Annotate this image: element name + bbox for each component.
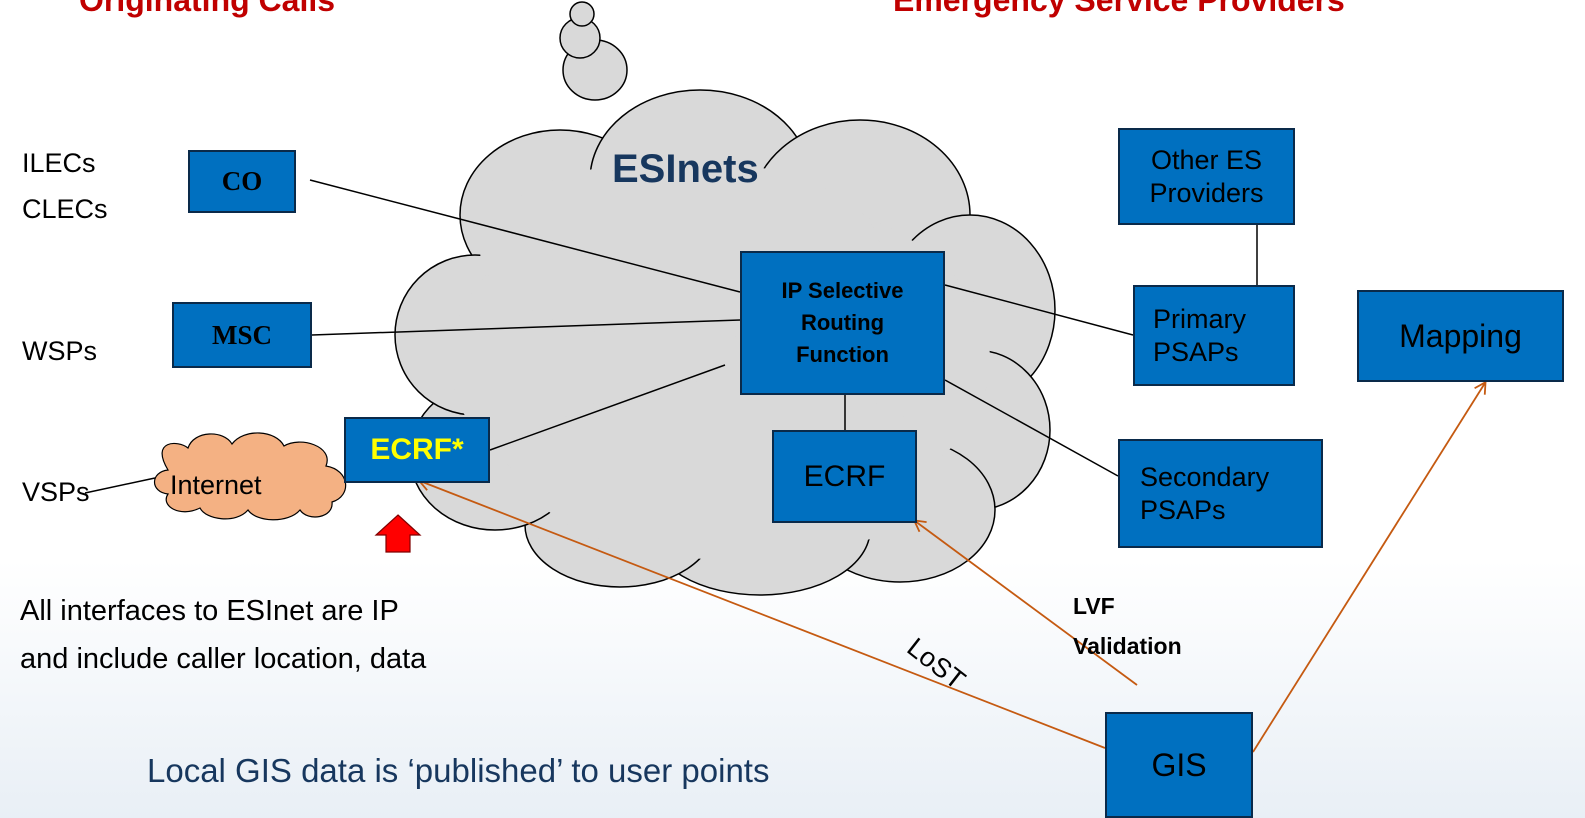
header-originating-calls: Originating Calls	[79, 0, 336, 18]
vsps-label: VSPs	[22, 477, 90, 507]
gis-box: GIS	[1105, 712, 1253, 818]
esinets-label: ESInets	[612, 147, 759, 191]
red-up-arrow	[374, 514, 422, 553]
header-emergency-service-providers: Emergency Service Providers	[893, 0, 1345, 18]
lvf-label: LVF	[1073, 593, 1115, 619]
secondary-psaps-box: Secondary PSAPs	[1118, 439, 1323, 548]
orange-arrows	[417, 380, 1487, 753]
ecrf-box: ECRF	[772, 430, 917, 523]
ilecs-label: ILECs	[22, 148, 96, 178]
esinet-cloud	[394, 1, 1056, 596]
gis-published-note: Local GIS data is ‘published’ to user po…	[147, 752, 770, 789]
ecrf-edge-box: ECRF*	[344, 417, 490, 483]
ip-selective-routing-box: IP Selective Routing Function	[740, 251, 945, 395]
internet-cloud	[153, 432, 347, 521]
co-box: CO	[188, 150, 296, 213]
connector-lines	[84, 179, 1258, 494]
internet-label: Internet	[170, 470, 262, 500]
background-gradient	[0, 560, 1585, 818]
other-es-providers-box: Other ES Providers	[1118, 128, 1295, 225]
interfaces-note-line1: All interfaces to ESInet are IP	[20, 595, 399, 627]
interfaces-note-line2: and include caller location, data	[20, 643, 427, 675]
clecs-label: CLECs	[22, 194, 108, 224]
mapping-box: Mapping	[1357, 290, 1564, 382]
msc-box: MSC	[172, 302, 312, 368]
wsps-label: WSPs	[22, 336, 98, 366]
validation-label: Validation	[1073, 633, 1182, 659]
primary-psaps-box: Primary PSAPs	[1133, 285, 1295, 386]
